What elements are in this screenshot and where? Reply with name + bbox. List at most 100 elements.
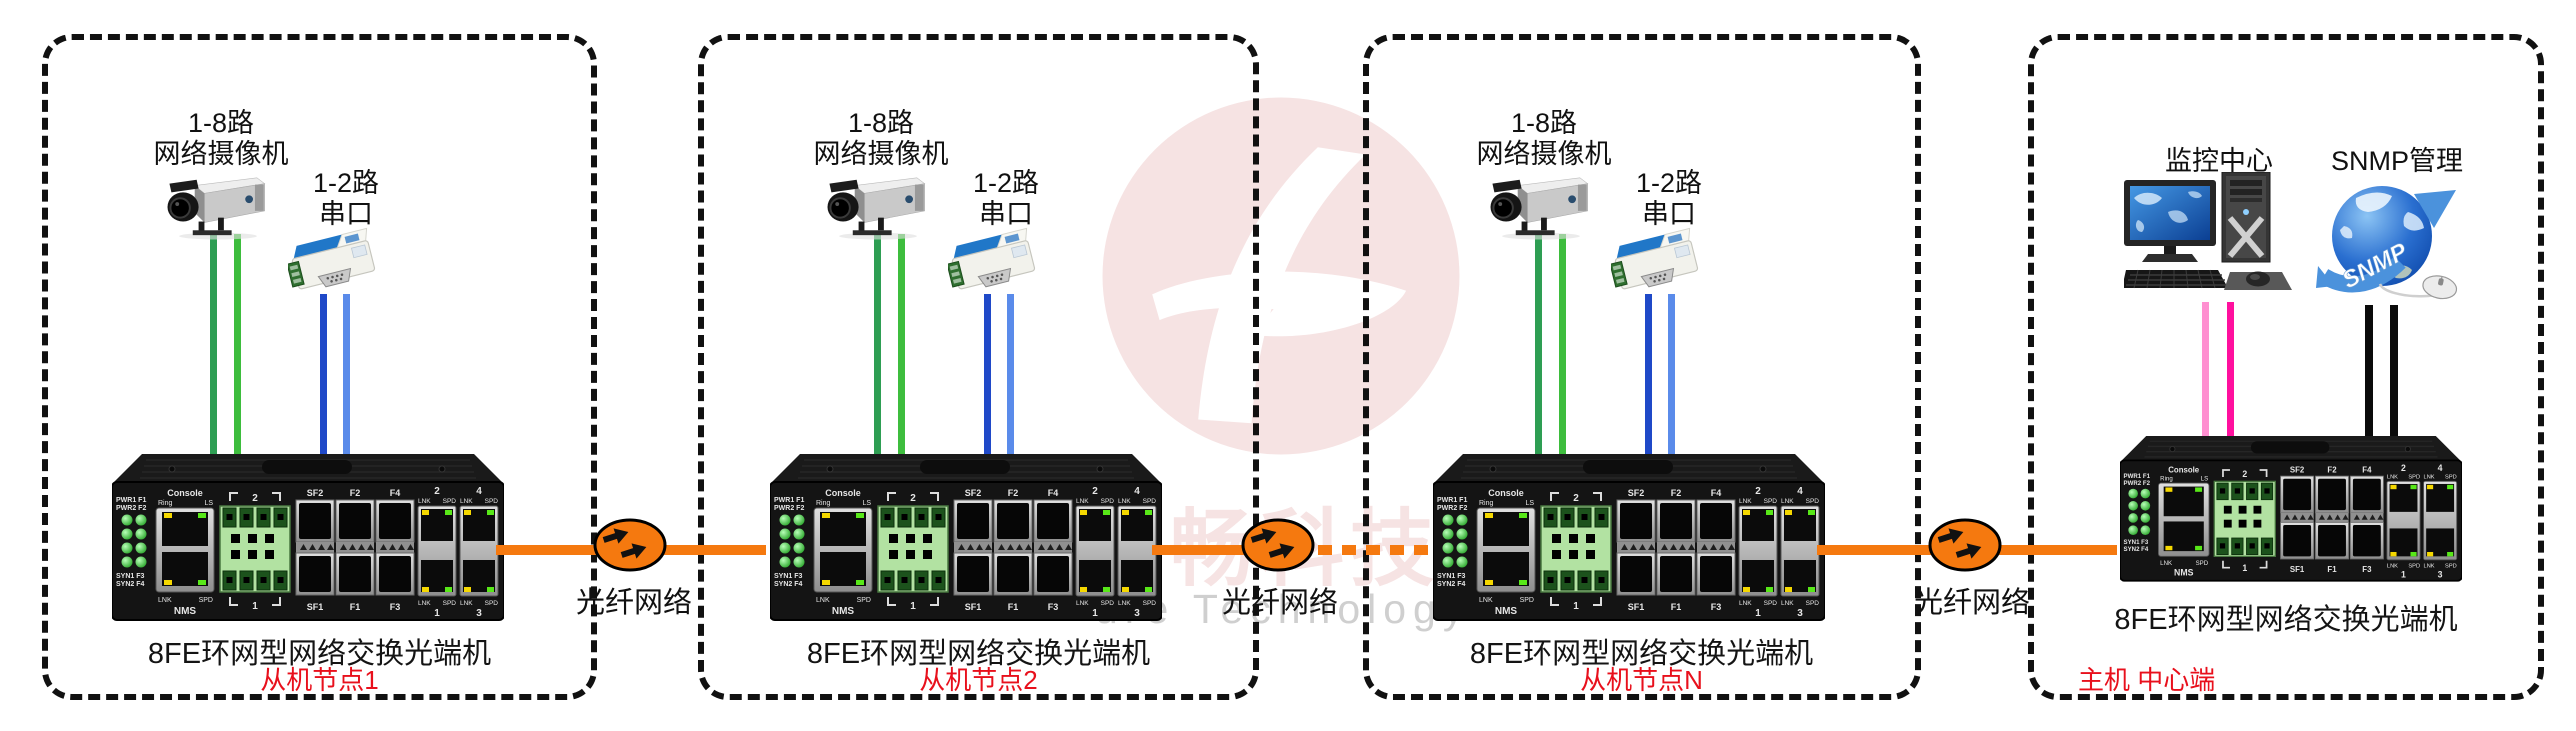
svg-text:1: 1: [1755, 608, 1761, 619]
cable-blue-2: [1007, 294, 1014, 458]
svg-text:LNK: LNK: [1076, 600, 1089, 607]
svg-text:F3: F3: [1711, 602, 1722, 612]
svg-text:SYN2 F4: SYN2 F4: [774, 581, 803, 588]
cable-green-1: [874, 234, 881, 458]
serial-label: 1-2路串口: [972, 168, 1040, 229]
camera-label: 1-8路网络摄像机: [813, 108, 949, 169]
svg-text:3: 3: [2438, 569, 2443, 579]
serial-device-icon: [948, 218, 1038, 298]
svg-text:LNK: LNK: [158, 597, 172, 604]
svg-text:LNK: LNK: [418, 600, 431, 607]
svg-text:SPD: SPD: [1101, 498, 1115, 505]
serial-device-svg: [1611, 227, 1699, 290]
svg-text:3: 3: [1797, 608, 1803, 619]
svg-text:LNK: LNK: [2424, 564, 2435, 570]
svg-text:F1: F1: [2327, 565, 2337, 574]
cable-black-1: [2365, 305, 2373, 454]
fiber-label: 光纤网络: [1913, 587, 2030, 619]
svg-text:SYN1 F3: SYN1 F3: [774, 573, 803, 580]
node-label: 从机节点2: [919, 665, 1038, 695]
svg-text:2: 2: [1755, 486, 1761, 497]
svg-text:SPD: SPD: [1143, 600, 1157, 607]
svg-text:Ring: Ring: [1479, 500, 1494, 507]
switch-title: 8FE环网型网络交换光端机: [2114, 604, 2458, 636]
svg-text:3: 3: [1134, 608, 1140, 619]
svg-text:LNK: LNK: [418, 498, 431, 505]
svg-text:SPD: SPD: [199, 597, 213, 604]
cable-green-2: [898, 234, 905, 458]
fiber-transfer-icon: [1240, 517, 1316, 573]
svg-text:LNK: LNK: [1739, 600, 1752, 607]
svg-text:LNK: LNK: [1076, 498, 1089, 505]
watermark-logo-icon: [1092, 92, 1470, 460]
svg-text:SPD: SPD: [2196, 560, 2209, 567]
svg-text:SPD: SPD: [1143, 498, 1157, 505]
svg-text:LNK: LNK: [1781, 600, 1794, 607]
snmp-globe-icon: SNMP: [2316, 180, 2474, 308]
svg-text:LNK: LNK: [816, 597, 830, 604]
svg-text:SYN2 F4: SYN2 F4: [1437, 581, 1466, 588]
svg-text:F3: F3: [390, 602, 401, 612]
svg-text:SYN2 F4: SYN2 F4: [2124, 546, 2149, 553]
fiber-transfer-icon-svg: [1928, 518, 2002, 572]
monitor-center-label: 监控中心: [2165, 146, 2273, 176]
ip-camera-svg: [827, 177, 926, 240]
svg-text:F4: F4: [2362, 466, 2372, 475]
svg-text:3: 3: [476, 608, 482, 619]
svg-text:SPD: SPD: [1520, 597, 1534, 604]
svg-text:SPD: SPD: [1764, 600, 1778, 607]
svg-text:SYN2 F4: SYN2 F4: [116, 581, 145, 588]
ip-camera-svg: [1490, 177, 1589, 240]
svg-text:F4: F4: [1048, 488, 1059, 498]
svg-text:Console: Console: [1488, 488, 1524, 498]
svg-text:F1: F1: [1671, 602, 1682, 612]
svg-text:2: 2: [1092, 486, 1098, 497]
svg-text:Ring: Ring: [2160, 475, 2173, 482]
industrial-switch-svg: PWR1 F1 PWR2 F2 SYN1 F3 SYN2 F4 Console …: [770, 454, 1162, 621]
svg-text:SPD: SPD: [485, 600, 499, 607]
svg-text:1: 1: [1092, 608, 1098, 619]
svg-text:SF2: SF2: [2290, 466, 2305, 475]
node-label: 主机 中心端: [2078, 665, 2216, 695]
serial-device-icon: [288, 218, 378, 298]
svg-text:SPD: SPD: [2408, 564, 2420, 570]
svg-text:SPD: SPD: [485, 498, 499, 505]
node-label: 从机节点N: [1580, 665, 1703, 695]
svg-text:NMS: NMS: [832, 606, 855, 617]
svg-text:PWR1 F1: PWR1 F1: [2124, 473, 2151, 480]
cable-pink-2: [2227, 302, 2234, 454]
cable-blue-1: [984, 294, 991, 458]
node-box-slave-2: 1-8路网络摄像机 1-2路串口: [698, 34, 1259, 700]
switch-image: PWR1 F1 PWR2 F2 SYN1 F3 SYN2 F4 Console …: [2120, 436, 2462, 586]
svg-text:LNK: LNK: [1118, 498, 1131, 505]
svg-text:4: 4: [1797, 486, 1803, 497]
svg-text:2: 2: [252, 493, 258, 504]
svg-text:LNK: LNK: [2160, 560, 2172, 567]
svg-text:2: 2: [2242, 469, 2247, 479]
node-label: 从机节点1: [260, 665, 379, 695]
switch-title: 8FE环网型网络交换光端机: [1469, 638, 1814, 670]
svg-text:LS: LS: [1525, 500, 1534, 507]
svg-text:F1: F1: [350, 602, 361, 612]
svg-text:SF2: SF2: [307, 488, 324, 498]
svg-text:PWR2 F2: PWR2 F2: [1437, 505, 1467, 512]
fiber-label: 光纤网络: [575, 587, 692, 619]
svg-text:NMS: NMS: [174, 606, 197, 617]
svg-text:F4: F4: [390, 488, 401, 498]
ip-camera-icon: [820, 172, 938, 240]
svg-text:PWR2 F2: PWR2 F2: [2124, 480, 2151, 487]
svg-text:LNK: LNK: [2387, 564, 2398, 570]
serial-device-svg: [288, 227, 376, 290]
svg-text:SF1: SF1: [307, 602, 324, 612]
svg-text:SYN1 F3: SYN1 F3: [1437, 573, 1466, 580]
svg-text:1: 1: [434, 608, 440, 619]
node-box-master: 监控中心 SNMP管理: [2028, 34, 2544, 700]
serial-device-svg: [948, 227, 1036, 290]
cable-green-1: [1535, 234, 1542, 458]
industrial-switch-svg: PWR1 F1 PWR2 F2 SYN1 F3 SYN2 F4 Console …: [2120, 436, 2462, 582]
svg-text:NMS: NMS: [1495, 606, 1518, 617]
svg-text:SPD: SPD: [1806, 498, 1820, 505]
serial-label: 1-2路串口: [1635, 168, 1703, 229]
svg-text:2: 2: [910, 493, 916, 504]
industrial-switch-svg: PWR1 F1 PWR2 F2 SYN1 F3 SYN2 F4 Console …: [1433, 454, 1825, 621]
